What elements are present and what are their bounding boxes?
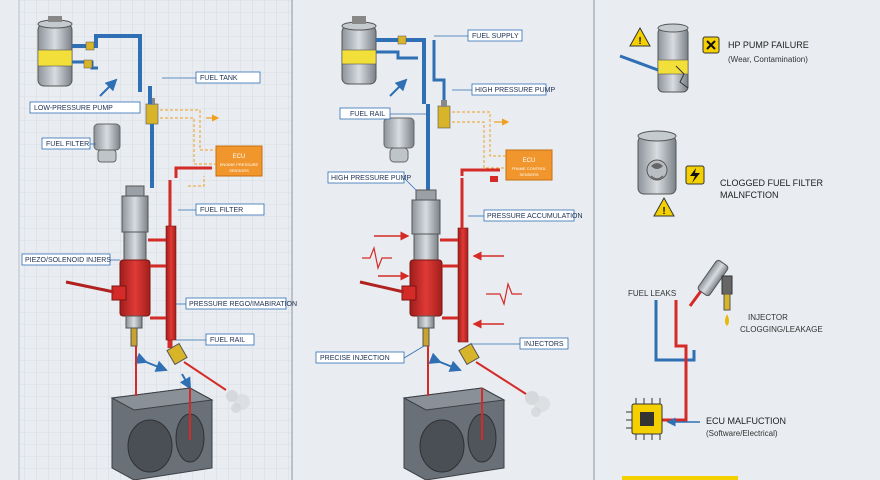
ecu-malfunction-title: ECU MALFUCTION <box>706 416 786 426</box>
panel2-label-high-pressure-pump-top: HIGH PRESSURE PUMP <box>452 83 555 96</box>
hp-pump-failure-subtitle: (Wear, Contamination) <box>728 55 808 64</box>
svg-text:SENSERS: SENSERS <box>519 172 538 177</box>
panel1-label-piezo: PIEZO/SOLENOID INJERS <box>21 253 120 266</box>
panel2-spray-injector <box>458 342 550 417</box>
close-x-icon <box>702 36 720 54</box>
hp-pump-failure-title: HP PUMP FAILURE <box>728 40 809 50</box>
panel1-label-low-pressure-pump: LOW-PRESSURE PUMP <box>29 101 141 114</box>
warning-triangle-2-icon: ! <box>653 196 675 217</box>
warning-triangle-icon: ! <box>629 26 651 47</box>
ecu-malfunction-subtitle: (Software/Electrical) <box>706 429 778 438</box>
svg-text:PIEZO/SOLENOID INJERS: PIEZO/SOLENOID INJERS <box>25 257 111 264</box>
panel2-label-fuel-rail: FUEL RAIL <box>339 107 428 120</box>
panel2-label-injectors: INJECTORS <box>470 337 569 350</box>
lightning-warning-icon <box>685 165 705 185</box>
svg-text:LOW-PRESSURE PUMP: LOW-PRESSURE PUMP <box>34 105 113 112</box>
svg-text:PRECISE INJECTION: PRECISE INJECTION <box>320 355 390 362</box>
injector-label-1: INJECTOR <box>748 313 788 322</box>
svg-text:FUEL RAIL: FUEL RAIL <box>350 111 385 118</box>
panel2-fuel-rail-pipe <box>457 227 469 343</box>
panel2: ECU FRAME CONTROL SENSERS <box>315 16 583 480</box>
svg-text:FUEL SUPPLY: FUEL SUPPLY <box>472 33 519 40</box>
panel1-label-fuel-tank: FUEL TANK <box>162 71 261 84</box>
panel2-engine-block <box>402 346 506 480</box>
svg-text:ENGINE PRESSURE: ENGINE PRESSURE <box>220 162 259 167</box>
panel2-high-pressure-pump-fitting <box>437 100 451 129</box>
svg-text:FUEL FILTER: FUEL FILTER <box>46 141 89 148</box>
svg-text:!: ! <box>638 36 641 47</box>
panel2-ecu-box: ECU FRAME CONTROL SENSERS <box>505 149 553 181</box>
panel2-label-pressure-accumulation: PRESSURE ACCUMULATION <box>468 209 583 222</box>
svg-text:HIGH PRESSURE PUMP: HIGH PRESSURE PUMP <box>475 87 555 94</box>
svg-text:ECU: ECU <box>523 158 536 164</box>
svg-text:!: ! <box>662 206 665 217</box>
panel2-label-high-pressure-pump-left: HIGH PRESSURE PUMP <box>327 171 417 191</box>
panel1-high-pressure-pump-icon <box>121 185 149 261</box>
ecu-chip-icon <box>626 398 663 440</box>
panel2-fuel-filter-icon <box>383 117 415 163</box>
panel3: ! HP PUMP FAILURE (Wear, Contamination) <box>619 23 824 480</box>
panel1-spray-injector <box>166 342 250 413</box>
svg-text:FUEL FILTER: FUEL FILTER <box>200 207 243 214</box>
panel2-fuel-tank-icon <box>341 16 377 85</box>
panel3-fuel-filter-icon <box>637 130 677 195</box>
panel1-label-pressure-regulation: PRESSURE REGO/IMABIRATION <box>176 297 297 310</box>
panel1-fuel-filter-icon <box>93 123 121 163</box>
svg-text:PRESSURE ACCUMULATION: PRESSURE ACCUMULATION <box>487 213 583 220</box>
svg-text:HIGH PRESSURE PUMP: HIGH PRESSURE PUMP <box>331 175 411 182</box>
panel1-fuel-tank-icon <box>37 16 73 87</box>
panel1-injector-body <box>111 259 151 347</box>
bottom-highlight-strip <box>622 476 738 480</box>
injector-label-2: CLOGGING/LEAKAGE <box>740 325 823 334</box>
panel2-label-fuel-supply: FUEL SUPPLY <box>434 29 523 42</box>
svg-text:INJECTORS: INJECTORS <box>524 341 564 348</box>
panel1-label-fuel-filter-left: FUEL FILTER <box>41 137 96 150</box>
svg-text:ECU: ECU <box>233 154 246 160</box>
panel1-engine-block <box>110 346 214 480</box>
panel1-fuel-rail-pipe <box>165 225 177 341</box>
panel1-label-fuel-rail: FUEL RAIL <box>176 333 255 346</box>
fuel-leaks-label: FUEL LEAKS <box>628 289 676 298</box>
panel3-hp-pump-icon <box>619 23 689 93</box>
svg-text:SENSORS: SENSORS <box>229 168 249 173</box>
panel1: ECU ENGINE PRESSURE SENSORS <box>21 16 297 480</box>
panel2-high-pressure-pump-icon <box>411 189 441 261</box>
svg-text:PRESSURE REGO/IMABIRATION: PRESSURE REGO/IMABIRATION <box>189 301 297 308</box>
svg-text:FUEL TANK: FUEL TANK <box>200 75 238 82</box>
clogged-filter-title: CLOGGED FUEL FILTER <box>720 178 824 188</box>
svg-text:FUEL RAIL: FUEL RAIL <box>210 337 245 344</box>
panel3-injector-icon <box>697 259 733 326</box>
svg-text:FRAME CONTROL: FRAME CONTROL <box>512 166 547 171</box>
panel1-ecu-box: ECU ENGINE PRESSURE SENSORS <box>215 145 263 177</box>
panel1-label-fuel-filter-mid: FUEL FILTER <box>178 203 265 216</box>
panel2-label-precise-injection: PRECISE INJECTION <box>315 345 425 364</box>
clogged-filter-subtitle: MALNFCTION <box>720 190 779 200</box>
panel2-injector-body <box>401 259 443 347</box>
